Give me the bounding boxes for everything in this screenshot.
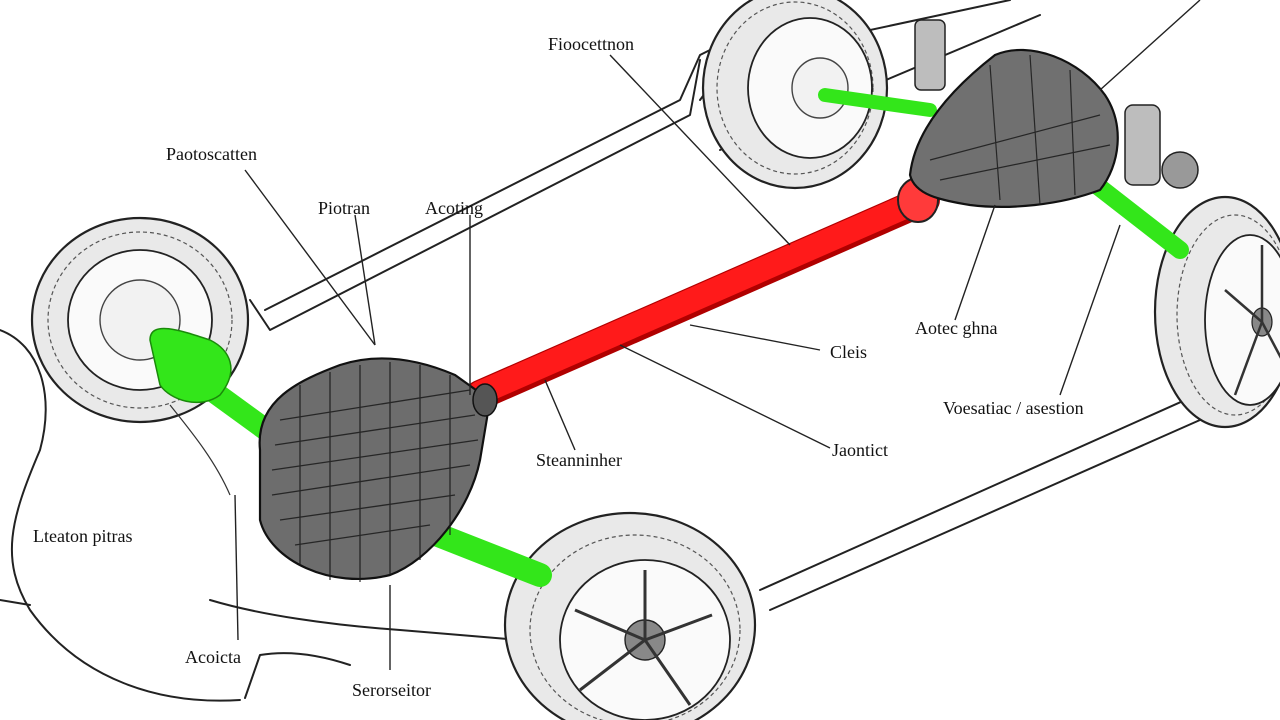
label-fioocettnon: Fioocettnon xyxy=(548,34,634,54)
cv-boot-front-left xyxy=(149,327,232,404)
axle-shaft-front-right xyxy=(818,88,937,117)
rear-differential xyxy=(908,19,1199,208)
leader-lines xyxy=(169,0,1201,670)
wheel-rear-right xyxy=(1153,195,1280,429)
label-paotoscatten: Paotoscatten xyxy=(166,144,257,164)
label-voesatiac-asestion: Voesatiac / asestion xyxy=(943,398,1084,418)
label-serorseitor: Serorseitor xyxy=(352,680,431,700)
wheel-front-right xyxy=(701,0,889,190)
drive-shaft xyxy=(465,177,940,410)
label-acoicta: Acoicta xyxy=(185,647,241,667)
label-lteaton-pitras: Lteaton pitras xyxy=(33,526,132,546)
label-steanninher: Steanninher xyxy=(536,450,622,470)
diagram-labels: Fioocettnon Paotoscatten Piotran Acoting… xyxy=(33,34,1084,700)
label-acoting: Acoting xyxy=(425,198,483,218)
label-piotran: Piotran xyxy=(318,198,370,218)
label-cleis: Cleis xyxy=(830,342,867,362)
label-aotec-ghna: Aotec ghna xyxy=(915,318,997,338)
front-transaxle xyxy=(258,357,498,582)
wheel-rear-left xyxy=(503,511,757,720)
label-jaontict: Jaontict xyxy=(832,440,888,460)
axle-shaft-rear-right xyxy=(1081,171,1189,259)
